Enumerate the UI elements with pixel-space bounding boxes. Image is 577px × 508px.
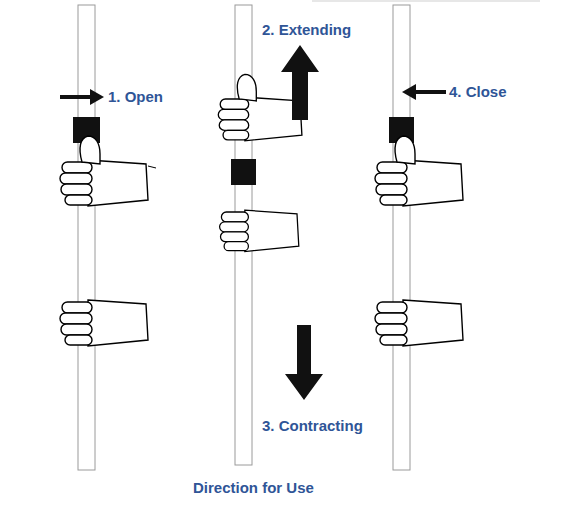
hand bbox=[60, 300, 148, 346]
close-arrow bbox=[402, 84, 446, 100]
hand bbox=[60, 136, 156, 206]
open-arrow bbox=[60, 89, 104, 105]
hand bbox=[375, 300, 463, 346]
step-label: 1. Open bbox=[108, 88, 163, 106]
pole bbox=[78, 5, 95, 470]
hand bbox=[220, 210, 299, 251]
caption: Direction for Use bbox=[193, 479, 314, 497]
pole bbox=[393, 5, 410, 470]
extend-arrow bbox=[281, 45, 319, 120]
step-label: 4. Close bbox=[449, 83, 507, 101]
lock-collar bbox=[231, 159, 256, 185]
contract-arrow bbox=[285, 325, 323, 400]
border-line bbox=[312, 1, 540, 2]
hand bbox=[375, 136, 463, 206]
step-label: 2. Extending bbox=[262, 21, 351, 39]
step-label: 3. Contracting bbox=[262, 417, 363, 435]
hand bbox=[218, 74, 302, 141]
